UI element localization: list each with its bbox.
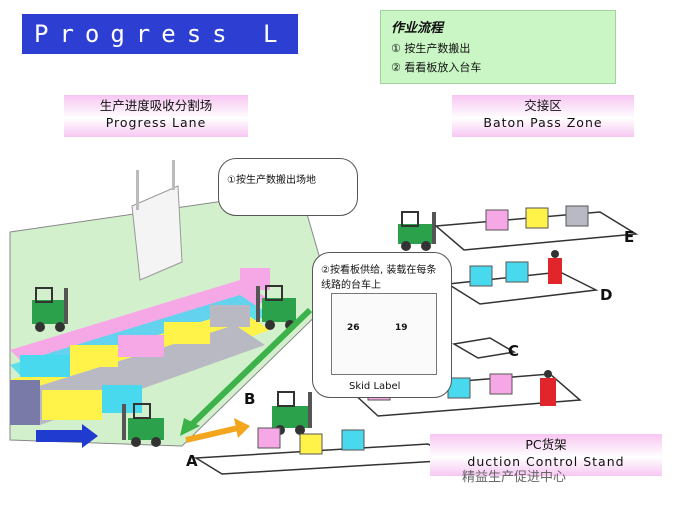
lane-c [451, 337, 517, 359]
lane-e [434, 205, 639, 251]
page-title: Progress L [22, 14, 298, 54]
skid-label-caption: Skid Label [349, 381, 401, 392]
lane-letter-b: B [244, 390, 256, 408]
lane-a [193, 427, 459, 475]
sign-post-left [136, 170, 139, 210]
lane-letter-a: A [186, 452, 198, 470]
skid-label-number-1: 26 [347, 323, 360, 333]
callout-step-2: ②按看板供给, 装载在每条线路的台车上 26 19 Skid Label [312, 252, 452, 398]
progress-lane-en: Progress Lane [105, 115, 207, 130]
green-arrow-shaft [185, 307, 313, 431]
forklift-icon [398, 211, 436, 251]
lane-letter-d: D [600, 286, 613, 304]
work-flow-title: 作业流程 [391, 21, 444, 36]
baton-zone-cn: 交接区 [524, 98, 562, 113]
pc-rack-label: PC货架 duction Control Stand [430, 434, 662, 476]
callout-step-2-text: ②按看板供给, 装载在每条线路的台车上 [321, 265, 437, 291]
callout-step-1: ①按生产数搬出场地 [218, 158, 358, 216]
orange-arrow-shaft [185, 425, 239, 443]
skid-label-card [331, 293, 437, 375]
baton-pass-zone-label: 交接区 Baton Pass Zone [452, 95, 634, 137]
progress-lane-cn: 生产进度吸收分割场 [99, 98, 213, 113]
watermark: 精益生产促进中心 [462, 470, 567, 485]
pc-rack-cn: PC货架 [525, 437, 567, 452]
green-arrow-head [180, 418, 200, 436]
blue-arrow [36, 424, 98, 448]
sign-post-right [172, 160, 175, 190]
forklift-icon [122, 403, 164, 447]
callout-step-1-text: ①按生产数搬出场地 [227, 175, 316, 186]
forklift-icon [32, 287, 68, 332]
orange-arrow-head [234, 418, 250, 438]
lane-letter-c: C [508, 342, 520, 360]
pc-rack-en: duction Control Stand [467, 454, 625, 469]
lane-letter-e: E [624, 228, 635, 246]
work-flow-box: 作业流程 ① 按生产数搬出 ② 看看板放入台车 [380, 10, 616, 84]
work-flow-step-2: ② 看看板放入台车 [391, 61, 482, 74]
sign-board [131, 185, 183, 281]
lane-d [445, 250, 599, 305]
skid-label-number-2: 19 [395, 323, 408, 333]
progress-lane-label: 生产进度吸收分割场 Progress Lane [64, 95, 248, 137]
stacked-boxes [10, 268, 270, 425]
baton-zone-en: Baton Pass Zone [483, 115, 603, 130]
work-flow-step-1: ① 按生产数搬出 [391, 42, 471, 55]
